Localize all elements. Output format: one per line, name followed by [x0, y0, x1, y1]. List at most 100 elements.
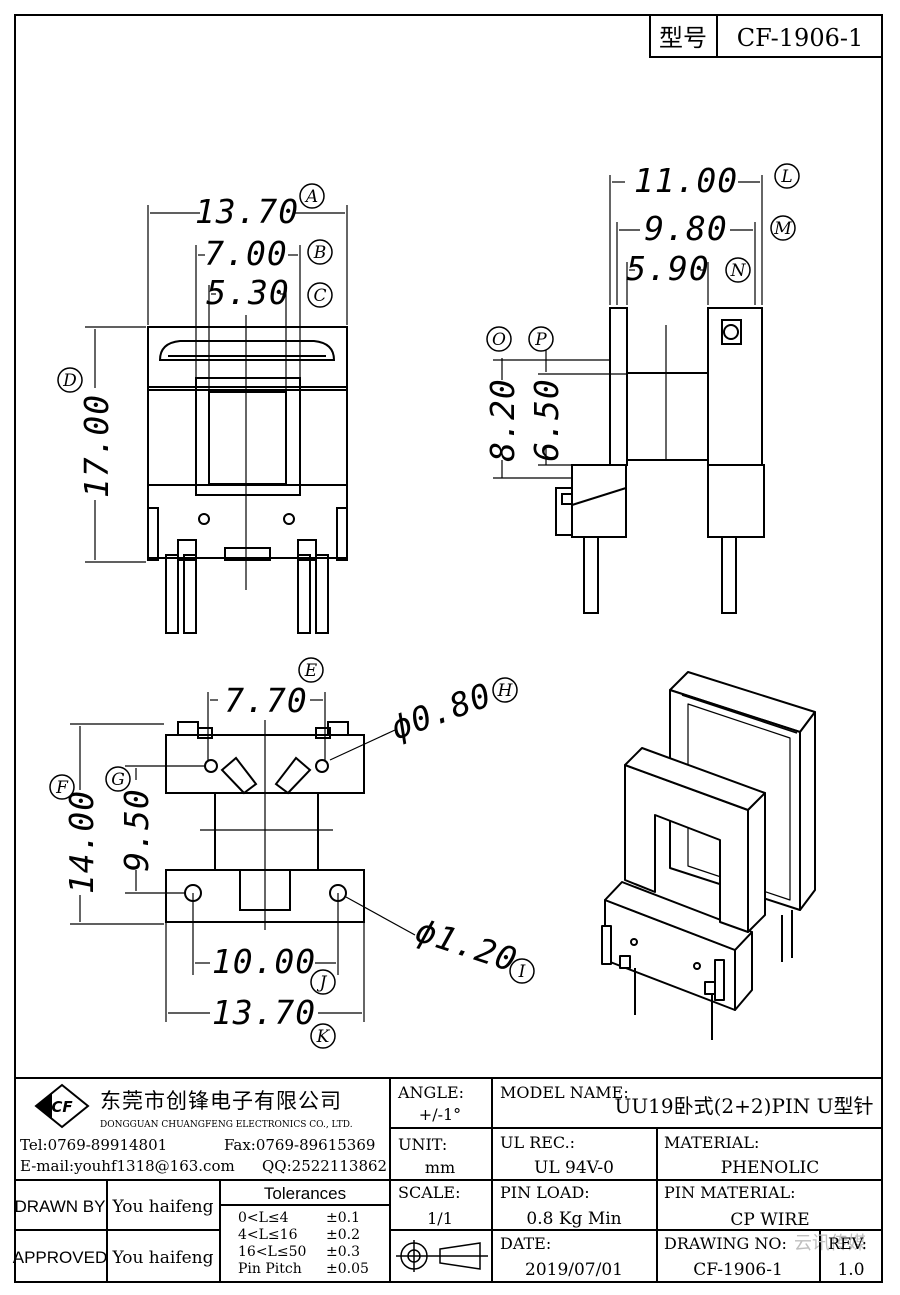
company-fax: Fax:0769-89615369	[224, 1136, 375, 1154]
svg-text:B: B	[313, 243, 327, 263]
angle-label: ANGLE:	[397, 1083, 464, 1102]
model-number-box: 型号 CF-1906-1	[649, 14, 883, 58]
date-label: DATE:	[500, 1234, 551, 1253]
company-email: E-mail:youhf1318@163.com	[20, 1157, 235, 1175]
svg-text:G: G	[111, 770, 125, 790]
svg-text:F: F	[55, 778, 69, 798]
tol-value-2: ±0.3	[326, 1244, 360, 1260]
ul-label: UL REC.:	[500, 1133, 575, 1152]
ul-value: UL 94V-0	[534, 1158, 614, 1178]
callout-A: A	[299, 183, 325, 209]
svg-text:A: A	[304, 187, 318, 207]
approved-value: You haifeng	[111, 1248, 213, 1268]
callout-E: E	[298, 657, 324, 683]
bottom-view-dimensions	[70, 692, 416, 1022]
side-view-dimensions	[493, 175, 763, 479]
company-qq: QQ:2522113862	[262, 1157, 387, 1175]
callout-P: P	[528, 326, 554, 352]
dim-E: 7.70	[224, 681, 307, 720]
tol-value-3: ±0.05	[326, 1261, 369, 1277]
callout-M: M	[770, 215, 796, 241]
bottom-view	[165, 720, 365, 930]
tol-value-1: ±0.2	[326, 1227, 360, 1243]
dim-J: 10.00	[212, 942, 316, 981]
svg-text:H: H	[497, 681, 514, 701]
side-view	[555, 307, 765, 614]
drawing-no-label: DRAWING NO:	[664, 1234, 787, 1253]
unit-label: UNIT:	[398, 1135, 447, 1154]
callout-F: F	[49, 774, 75, 800]
tol-range-0: 0<L≤4	[238, 1210, 289, 1226]
material-label: MATERIAL:	[664, 1133, 759, 1152]
projection-symbol-icon	[396, 1240, 488, 1272]
callout-J: J	[310, 969, 336, 995]
angle-value: +/-1°	[419, 1105, 461, 1124]
dim-M: 9.80	[644, 209, 727, 248]
material-value: PHENOLIC	[721, 1158, 820, 1178]
model-value: CF-1906-1	[737, 24, 864, 52]
drawn-by-label: DRAWN BY	[15, 1197, 106, 1216]
pin-material-value: CP WIRE	[730, 1210, 809, 1230]
pin-load-value: 0.8 Kg Min	[526, 1209, 621, 1229]
callout-L: L	[774, 163, 800, 189]
company-tel: Tel:0769-89914801	[20, 1136, 167, 1154]
company-name-en: DONGGUAN CHUANGFENG ELECTRONICS CO., LTD…	[100, 1120, 353, 1130]
svg-text:C: C	[313, 286, 326, 306]
drawn-by-value: You haifeng	[111, 1197, 213, 1217]
dim-L: 11.00	[634, 161, 738, 200]
approved-label: APPROVED	[13, 1248, 107, 1267]
svg-text:E: E	[304, 661, 318, 681]
dim-H: ϕ0.80	[385, 675, 496, 747]
dim-D: 17.00	[77, 394, 116, 498]
rev-label: REV:	[828, 1234, 867, 1253]
svg-text:P: P	[534, 330, 547, 350]
scale-value: 1/1	[427, 1209, 453, 1228]
drawing-no-value: CF-1906-1	[693, 1260, 783, 1280]
callout-H: H	[492, 677, 518, 703]
callout-O: O	[486, 326, 512, 352]
callout-B: B	[307, 239, 333, 265]
callout-G: G	[105, 766, 131, 792]
dim-P: 6.50	[527, 378, 566, 461]
tol-range-3: Pin Pitch	[238, 1261, 302, 1277]
rev-value: 1.0	[837, 1260, 864, 1280]
svg-text:I: I	[518, 962, 526, 982]
pin-material-label: PIN MATERIAL:	[664, 1183, 796, 1202]
svg-text:L: L	[780, 167, 792, 187]
pin-load-label: PIN LOAD:	[500, 1183, 590, 1202]
model-name-value: UU19卧式(2+2)PIN U型针	[614, 1094, 873, 1118]
svg-text:M: M	[773, 219, 792, 239]
tol-range-1: 4<L≤16	[238, 1227, 298, 1243]
company-logo: CF	[34, 1083, 90, 1129]
callout-K: K	[310, 1023, 336, 1049]
date-value: 2019/07/01	[525, 1260, 623, 1280]
svg-text:CF: CF	[51, 1098, 73, 1116]
svg-text:J: J	[317, 973, 328, 993]
dim-G: 9.50	[117, 788, 156, 871]
dim-K: 13.70	[212, 993, 316, 1032]
dim-B: 7.00	[204, 234, 287, 273]
model-label: 型号	[659, 24, 707, 52]
watermark: 云讯传媒	[794, 1233, 866, 1254]
dim-A: 13.70	[195, 192, 299, 231]
svg-text:O: O	[492, 330, 506, 350]
dim-I: ϕ1.20	[411, 910, 522, 979]
svg-text:D: D	[62, 371, 77, 391]
svg-text:N: N	[730, 261, 747, 281]
front-view-dimensions	[85, 205, 348, 563]
svg-text:K: K	[316, 1027, 331, 1047]
front-view	[147, 315, 348, 634]
isometric-view	[601, 671, 816, 1040]
tolerances-title: Tolerances	[264, 1184, 346, 1203]
callout-N: N	[725, 257, 751, 283]
tol-value-0: ±0.1	[326, 1210, 360, 1226]
outer-frame	[14, 14, 883, 1283]
callout-D: D	[57, 367, 83, 393]
title-block-grid	[15, 1077, 882, 1282]
tol-range-2: 16<L≤50	[238, 1244, 306, 1260]
model-name-label: MODEL NAME:	[500, 1083, 629, 1102]
scale-label: SCALE:	[398, 1183, 460, 1202]
company-name-cn: 东莞市创锋电子有限公司	[100, 1089, 342, 1113]
callout-I: I	[509, 958, 535, 984]
